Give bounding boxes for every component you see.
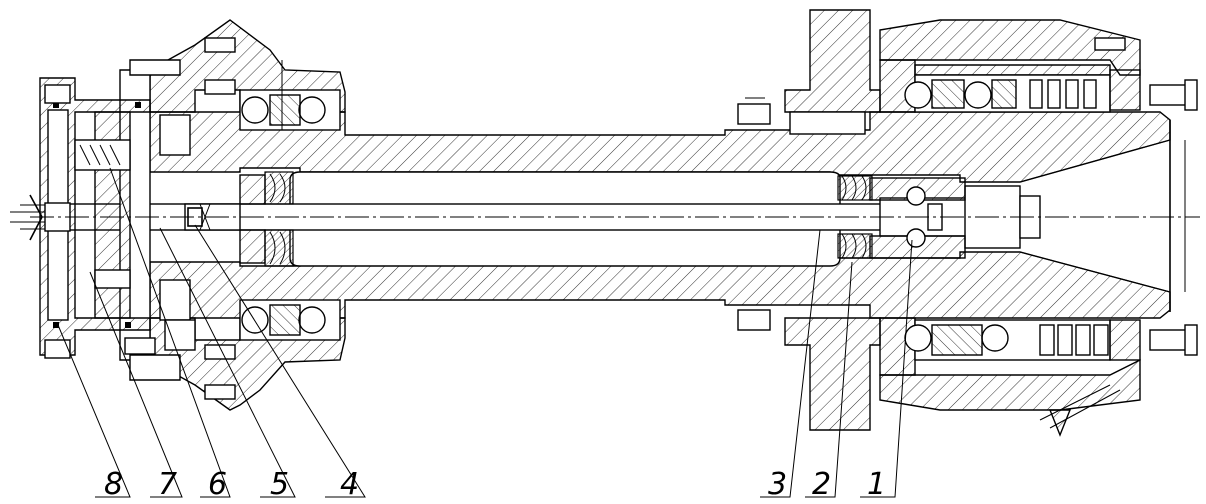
rear-housing	[149, 19, 346, 411]
spring-sleeve	[184, 174, 266, 264]
callout-1: 1	[867, 467, 886, 502]
pulley-hub	[737, 9, 881, 431]
front-housing	[879, 19, 1198, 437]
callout-8: 8	[104, 467, 123, 502]
callout-7: 7	[158, 467, 177, 502]
callout-5: 5	[270, 467, 289, 502]
callout-4: 4	[340, 467, 359, 502]
hydraulic-cylinder	[10, 59, 196, 381]
callout-2: 2	[812, 467, 831, 502]
callout-labels: 8 7 6 5 4 3 2 1	[104, 467, 886, 502]
collet-gripper	[869, 177, 966, 259]
callout-6: 6	[208, 467, 227, 502]
spindle-shaft	[149, 111, 1186, 319]
callout-3: 3	[768, 467, 787, 502]
leader-lines	[57, 167, 913, 498]
